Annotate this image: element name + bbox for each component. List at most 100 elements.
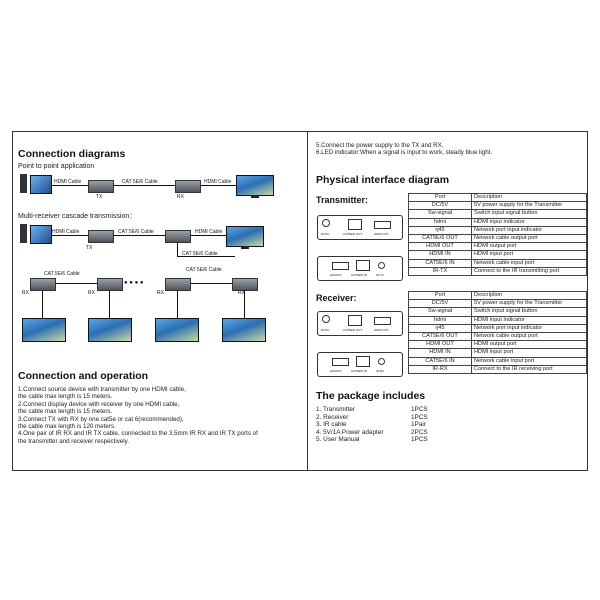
rx-hdmi-in-port — [332, 358, 349, 366]
cascade-source-tower — [20, 224, 27, 243]
port-cell: HDMI OUT — [408, 340, 472, 350]
cascade-rx-top-box — [165, 230, 191, 243]
port-cell: DC/5V — [408, 299, 472, 309]
p2p-rx-label: RX — [177, 194, 184, 200]
operation-line: the cable max length is 120 meters. — [18, 423, 116, 431]
p2p-cat-label: CAT 5E/6 Cable — [122, 179, 158, 185]
desc-cell: 5V power supply for the Transmitter — [471, 201, 587, 211]
port-cell: HDMI OUT — [408, 242, 472, 252]
p2p-rx-box — [175, 180, 201, 193]
operation-text: 1.Connect source device with transmitter… — [18, 386, 258, 445]
tx-rear-panel: HDMI IN CAT5E/6 IN IR-TX — [317, 256, 403, 281]
tx-cat-out-label: CAT5E/6 OUT — [343, 232, 363, 236]
p2p-title: Point to point application — [18, 163, 95, 170]
operation-title: Connection and operation — [18, 370, 149, 382]
rx-hdmi-out-port — [374, 317, 391, 325]
tx-hdmi-in-label: HDMI IN — [330, 273, 342, 277]
port-cell: HDMI IN — [408, 348, 472, 358]
desc-cell: Network cable input port — [471, 356, 587, 366]
port-cell: IR-RX — [408, 364, 472, 374]
cascade-cat-label-2: CAT 5E/6 Cable — [182, 251, 218, 257]
p2p-hdmi-wire-1 — [52, 185, 88, 186]
p2p-hdmi-wire-2 — [200, 185, 236, 186]
cascade-tv4-wire — [244, 290, 245, 318]
cascade-tv3-wire — [177, 290, 178, 318]
cascade-rx2-box — [97, 278, 123, 291]
cascade-dots: ● ● ● ● — [124, 280, 144, 286]
transmitter-title: Transmitter: — [316, 195, 369, 205]
desc-cell: Switch input signal button — [471, 209, 587, 219]
operation-line: 2.Connect display device with receiver b… — [18, 400, 180, 408]
cascade-hdmi-wire-2 — [190, 235, 226, 236]
desc-cell: HDMI input port — [471, 348, 587, 358]
operation-line: the cable max length is 15 meters. — [18, 393, 113, 401]
p2p-hdmi-label-1: HDMI Cable — [54, 179, 82, 185]
cascade-rx1-label: RX — [22, 290, 29, 296]
cascade-rx3-rx4-wire — [190, 283, 232, 284]
port-cell: CAT5E/6 IN — [408, 356, 472, 366]
rx-cat-out-label: CAT5E/6 OUT — [343, 328, 363, 332]
rx-dc-label: DC5V — [321, 328, 330, 332]
port-cell: rj45 — [408, 225, 472, 235]
desc-cell: Network cable input port — [471, 258, 587, 268]
rx-dc-port — [322, 315, 330, 323]
cascade-top-tv — [226, 226, 264, 249]
rx-cat-in-port — [356, 356, 370, 367]
tx-dc-port — [322, 219, 330, 227]
cascade-tv2 — [88, 318, 132, 342]
desc-cell: Network port input indicator — [471, 225, 587, 235]
cascade-cat-label-3: CAT 5E/6 Cable — [186, 267, 222, 273]
tx-front-panel: DC5V CAT5E/6 OUT HDMI OUT — [317, 215, 403, 240]
desc-cell: HDMI input indicator — [471, 217, 587, 227]
intro-text: 5.Connect the power supply to the TX and… — [316, 142, 492, 157]
cascade-rx1-box — [30, 278, 56, 291]
cascade-tv3 — [155, 318, 199, 342]
desc-cell: Network port input indicator — [471, 323, 587, 333]
desc-cell: HDMI input port — [471, 250, 587, 260]
cascade-rx2-label: RX — [88, 290, 95, 296]
physical-title: Physical interface diagram — [316, 174, 450, 186]
operation-line: 1.Connect source device with transmitter… — [18, 386, 186, 393]
cascade-hdmi-label-1: HDMI Cable — [52, 229, 80, 235]
operation-line: 4.One pair of IR RX and IR TX cable, con… — [18, 430, 258, 438]
p2p-hdmi-label-2: HDMI Cable — [204, 179, 232, 185]
port-header: Port — [408, 290, 472, 301]
desc-cell: HDMI input indicator — [471, 315, 587, 325]
description-header: Description — [471, 192, 587, 203]
column-divider — [307, 131, 308, 471]
cascade-rx1-rx2-wire — [55, 283, 97, 284]
tx-hdmi-out-port — [374, 221, 391, 229]
rx-ir-port — [378, 358, 385, 365]
table-header-row: Port Description — [408, 290, 587, 301]
cascade-right-wire — [177, 256, 235, 257]
desc-cell: Connect to the IR transmitting port — [471, 266, 587, 276]
port-cell: Sw-signal — [408, 209, 472, 219]
package-title: The package includes — [316, 390, 426, 402]
port-cell: IR-TX — [408, 266, 472, 276]
tx-cat-out-port — [348, 219, 362, 230]
cascade-tx-box — [88, 230, 114, 243]
cascade-drop-wire — [177, 242, 178, 256]
operation-line: the cable max length is 15 meters. — [18, 408, 113, 416]
port-cell: DC/5V — [408, 201, 472, 211]
receiver-title: Receiver: — [316, 293, 357, 303]
p2p-tx-label: TX — [96, 194, 103, 200]
desc-cell: 5V power supply for the Transmitter — [471, 299, 587, 309]
cascade-hdmi-wire-1 — [52, 235, 88, 236]
